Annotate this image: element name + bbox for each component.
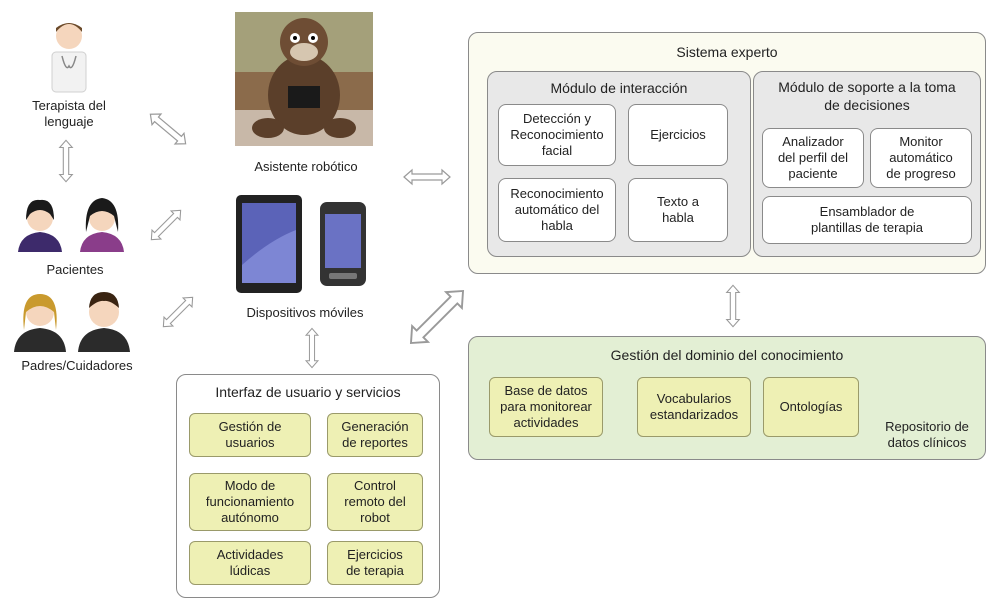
decision-module: Módulo de soporte a la toma de decisione… xyxy=(753,71,981,257)
parents-label: Padres/Cuidadores xyxy=(21,358,133,373)
speech-recognition-box: Reconocimiento automático del habla xyxy=(498,178,616,242)
parents-devices-arrow xyxy=(158,292,198,332)
user-management-box: Gestión de usuarios xyxy=(189,413,311,457)
ui-expert-arrow xyxy=(402,282,472,352)
ui-services-title: Interfaz de usuario y servicios xyxy=(215,384,401,400)
therapist-label: Terapista del lenguaje xyxy=(32,98,106,129)
knowledge-title: Gestión del dominio del conocimiento xyxy=(610,347,844,363)
patients-devices-arrow xyxy=(146,205,186,245)
expert-system-title: Sistema experto xyxy=(676,44,778,60)
therapist-patients-arrow xyxy=(59,139,73,183)
ontologies-box: Ontologías xyxy=(763,377,859,437)
playful-activities-box: Actividades lúdicas xyxy=(189,541,311,585)
exercises-box: Ejercicios xyxy=(628,104,728,166)
repository-label: Repositorio de datos clínicos xyxy=(885,419,969,450)
template-assembler-box: Ensamblador de plantillas de terapia xyxy=(762,196,972,244)
patients-label: Pacientes xyxy=(46,262,104,277)
robot-label: Asistente robótico xyxy=(254,159,358,174)
progress-monitor-box: Monitor automático de progreso xyxy=(870,128,972,188)
decision-module-title: Módulo de soporte a la toma de decisione… xyxy=(778,79,956,113)
therapist-robot-arrow xyxy=(145,108,191,150)
expert-system-panel: Sistema experto Módulo de interacción De… xyxy=(468,32,986,274)
devices-ui-arrow xyxy=(305,327,319,369)
therapy-exercises-box: Ejercicios de terapia xyxy=(327,541,423,585)
autonomous-mode-box: Modo de funcionamiento autónomo xyxy=(189,473,311,531)
center-expert-arrow xyxy=(403,169,451,185)
knowledge-panel: Gestión del dominio del conocimiento Bas… xyxy=(468,336,986,460)
report-generation-box: Generación de reportes xyxy=(327,413,423,457)
robot-remote-control-box: Control remoto del robot xyxy=(327,473,423,531)
ui-services-panel: Interfaz de usuario y servicios Gestión … xyxy=(176,374,440,598)
facial-recognition-box: Detección y Reconocimiento facial xyxy=(498,104,616,166)
vocabularies-box: Vocabularios estandarizados xyxy=(637,377,751,437)
devices-label: Dispositivos móviles xyxy=(246,305,364,320)
activity-db-box: Base de datos para monitorear actividade… xyxy=(489,377,603,437)
profile-analyzer-box: Analizador del perfil del paciente xyxy=(762,128,864,188)
interaction-module: Módulo de interacción Detección y Recono… xyxy=(487,71,751,257)
expert-knowledge-arrow xyxy=(726,284,740,328)
text-to-speech-box: Texto a habla xyxy=(628,178,728,242)
interaction-module-title: Módulo de interacción xyxy=(550,80,688,96)
